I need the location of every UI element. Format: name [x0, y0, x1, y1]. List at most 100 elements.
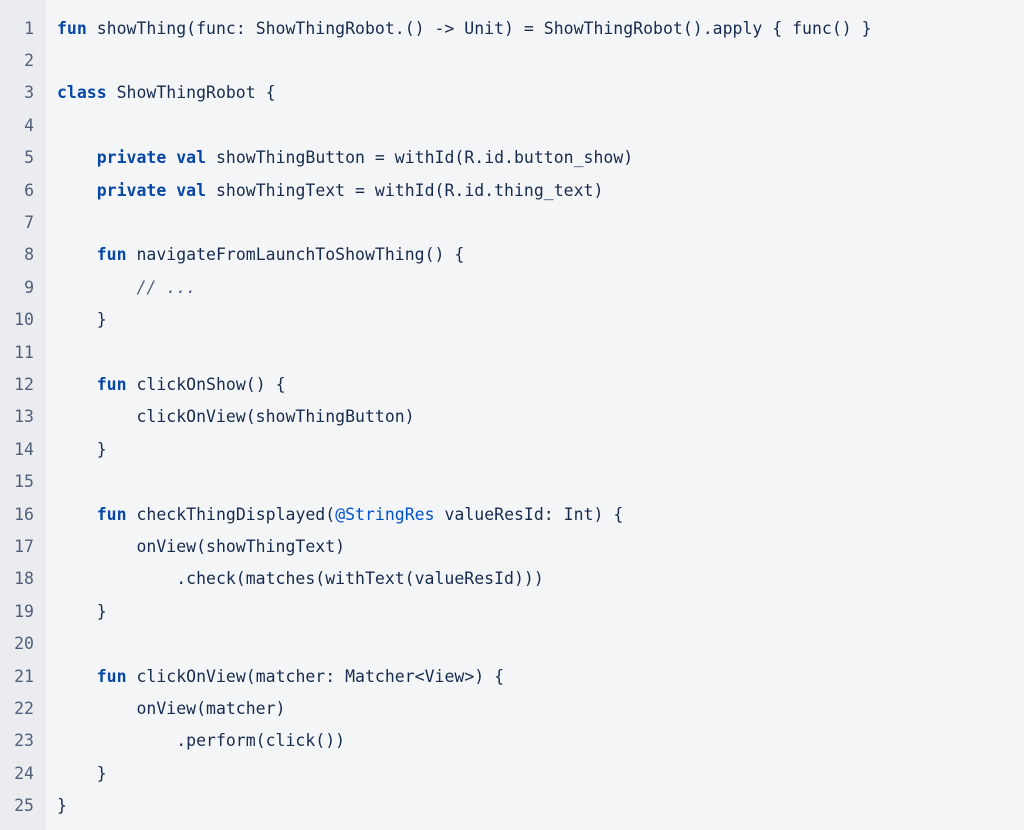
line-number: 11 [14, 342, 34, 362]
line-number: 12 [14, 374, 34, 394]
line-number: 13 [14, 407, 34, 427]
code-text: onView(matcher) [34, 699, 285, 718]
code-text: private val showThingText = withId(R.id.… [34, 180, 604, 200]
code-token: checkThingDisplayed( [126, 504, 336, 524]
code-token: clickOnView(matcher: Matcher<View>) { [126, 666, 505, 686]
code-text: } [34, 764, 107, 783]
line-number: 7 [24, 213, 34, 233]
code-token [57, 505, 97, 524]
line-number: 17 [14, 536, 34, 556]
code-line: 22 onView(matcher) [0, 692, 1024, 724]
line-number: 10 [14, 310, 34, 330]
keyword-token: fun [96, 374, 127, 394]
comment-token: // ... [136, 277, 197, 297]
code-token [57, 375, 97, 394]
code-line: 7 [0, 206, 1024, 238]
code-line: 2 [0, 44, 1024, 76]
line-number-gutter [0, 0, 46, 830]
code-token: } [57, 796, 67, 816]
line-number: 21 [14, 666, 34, 686]
code-token: clickOnShow() { [126, 374, 286, 394]
code-line: 18 .check(matches(withText(valueResId))) [0, 563, 1024, 595]
line-number: 3 [24, 83, 34, 103]
code-text: .check(matches(withText(valueResId))) [34, 569, 544, 588]
line-number: 20 [14, 634, 34, 654]
code-line: 8 fun navigateFromLaunchToShowThing() { [0, 239, 1024, 271]
keyword-token: val [176, 180, 207, 200]
line-number: 23 [14, 731, 34, 751]
keyword-token: private [96, 180, 167, 200]
code-text: fun clickOnView(matcher: Matcher<View>) … [34, 667, 504, 686]
code-line: 24 } [0, 757, 1024, 789]
code-text: fun showThing(func: ShowThingRobot.() ->… [34, 19, 872, 38]
code-line: 6 private val showThingText = withId(R.i… [0, 174, 1024, 206]
line-number: 14 [14, 439, 34, 459]
line-number: 6 [24, 180, 34, 200]
keyword-token: fun [96, 666, 127, 686]
code-token: showThingButton = withId(R.id.button_sho… [206, 148, 634, 168]
code-token: valueResId: Int) { [434, 504, 624, 524]
code-token: } [57, 601, 107, 621]
code-line: 9 // ... [0, 271, 1024, 303]
code-text: fun clickOnShow() { [34, 375, 286, 394]
keyword-token: fun [57, 18, 87, 38]
code-token [57, 245, 97, 264]
code-text: fun navigateFromLaunchToShowThing() { [34, 245, 465, 265]
code-token [57, 181, 97, 200]
code-token: } [57, 310, 107, 330]
code-line: 25} [0, 789, 1024, 821]
code-text: } [34, 310, 107, 329]
code-text: } [34, 602, 107, 621]
annotation-token: @StringRes [335, 504, 435, 524]
code-line: 4 [0, 109, 1024, 141]
line-number: 9 [24, 277, 34, 297]
code-token: } [57, 763, 107, 783]
code-token [57, 667, 97, 686]
code-token: .perform(click()) [57, 731, 346, 751]
line-number: 25 [14, 796, 34, 816]
code-token: showThing(func: ShowThingRobot.() -> Uni… [86, 18, 872, 38]
code-line: 19 } [0, 595, 1024, 627]
keyword-token: class [57, 83, 107, 103]
code-text: onView(showThingText) [34, 537, 345, 556]
code-token [57, 278, 136, 297]
code-text: class ShowThingRobot { [34, 83, 276, 102]
code-text: .perform(click()) [34, 731, 345, 750]
line-number: 19 [14, 601, 34, 621]
line-number: 18 [14, 569, 34, 589]
code-line: 12 fun clickOnShow() { [0, 368, 1024, 400]
code-line: 11 [0, 336, 1024, 368]
code-line: 21 fun clickOnView(matcher: Matcher<View… [0, 660, 1024, 692]
code-token: onView(showThingText) [57, 536, 346, 556]
code-token [166, 148, 176, 167]
keyword-token: val [176, 148, 207, 168]
code-line: 23 .perform(click()) [0, 725, 1024, 757]
code-line: 13 clickOnView(showThingButton) [0, 401, 1024, 433]
line-number: 15 [14, 472, 34, 492]
code-text: fun checkThingDisplayed(@StringRes value… [34, 504, 624, 524]
code-token: .check(matches(withText(valueResId))) [57, 569, 544, 589]
line-number: 24 [14, 763, 34, 783]
code-token: clickOnView(showThingButton) [57, 407, 415, 427]
code-token [57, 148, 97, 167]
code-text: private val showThingButton = withId(R.i… [34, 148, 633, 167]
code-token: onView(matcher) [57, 698, 286, 718]
code-line: 5 private val showThingButton = withId(R… [0, 142, 1024, 174]
line-number: 16 [14, 504, 34, 524]
code-text: } [34, 796, 67, 815]
code-line: 14 } [0, 433, 1024, 465]
keyword-token: private [96, 148, 167, 168]
code-line: 17 onView(showThingText) [0, 530, 1024, 562]
code-text: // ... [34, 278, 196, 297]
code-token [166, 181, 176, 200]
keyword-token: fun [96, 245, 127, 265]
keyword-token: fun [96, 504, 127, 524]
code-text: } [34, 440, 107, 459]
code-token: navigateFromLaunchToShowThing() { [126, 245, 465, 265]
code-line: 20 [0, 627, 1024, 659]
line-number: 1 [24, 18, 34, 38]
